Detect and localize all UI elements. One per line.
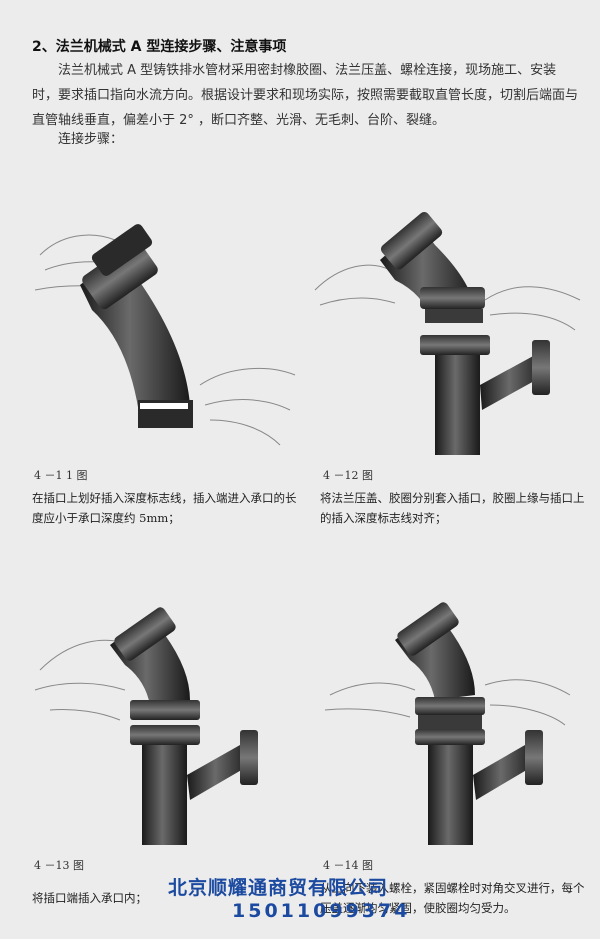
pipe-assembly-illustration	[314, 211, 581, 455]
figure-4-11	[30, 215, 300, 460]
watermark-phone: 15011099374	[232, 900, 411, 922]
pipe-elbow-illustration	[34, 224, 296, 446]
section-heading: 2、法兰机械式 A 型连接步骤、注意事项	[32, 39, 287, 55]
figure-label-4-11: 4 －1 1 图	[34, 469, 88, 482]
figure-caption-4-14: 从上向下装入螺栓，紧固螺栓时对角交叉进行，每个压盖逐渐均匀紧固，使胶圈均匀受力。	[320, 881, 585, 915]
pipe-bolt-illustration	[324, 602, 571, 845]
figure-caption-4-11: 在插口上划好插入深度标志线，插入端进入承口的长度应小于承口深度约 5mm；	[32, 491, 297, 525]
figure-label-4-14: 4 －14 图	[323, 859, 373, 872]
figure-label-4-13: 4 －13 图	[34, 859, 84, 872]
pipe-insert-illustration	[34, 607, 258, 845]
figure-4-12	[310, 205, 590, 460]
steps-label: 连接步骤：	[58, 132, 124, 147]
figure-label-4-12: 4 －12 图	[323, 469, 373, 482]
figure-caption-4-13: 将插口端插入承口内；	[32, 891, 147, 905]
intro-paragraph: 法兰机械式 A 型铸铁排水管材采用密封橡胶圈、法兰压盖、螺栓连接，现场施工、安装…	[32, 63, 579, 128]
figure-4-13	[30, 600, 300, 850]
figure-4-14	[310, 595, 590, 850]
watermark-company: 北京顺耀通商贸有限公司	[168, 877, 389, 899]
figure-caption-4-12: 将法兰压盖、胶圈分别套入插口，胶圈上缘与插口上的插入深度标志线对齐；	[320, 491, 585, 525]
